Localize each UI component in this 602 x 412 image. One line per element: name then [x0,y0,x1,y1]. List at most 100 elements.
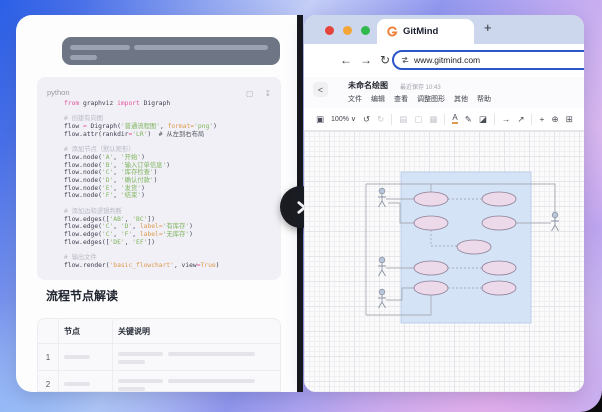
arrow-icon[interactable]: → [501,114,511,124]
connector-line[interactable] [366,183,556,215]
add-member-icon[interactable]: ⊕ [551,113,559,124]
actor-head[interactable] [378,288,386,296]
connector-icon[interactable]: ↗ [517,113,525,124]
redo-icon[interactable]: ↻ [377,113,385,124]
code-line [64,200,275,208]
actor-figure[interactable] [378,263,386,277]
menu-item[interactable]: 帮助 [477,96,491,103]
paste-icon[interactable]: ▤ [399,113,408,124]
menu-item[interactable]: 其他 [454,96,468,103]
pen-icon[interactable]: ✎ [464,113,472,124]
use-case-ellipse[interactable] [481,215,517,231]
actor-head[interactable] [378,256,386,264]
code-line: flow.render('basic_flowchart', view=True… [64,261,220,269]
shape-style-icon[interactable]: ◪ [478,113,487,124]
back-button[interactable]: ← [340,53,352,67]
ai-chat-panel: python ▢ ↧ from graphviz import Digraph … [16,15,299,392]
browser-tab[interactable]: GitMind [377,19,474,44]
menu-item[interactable]: 文件 [348,96,362,103]
toolbar-divider [493,113,495,125]
code-line: flow.node('F', '结束') [64,192,145,200]
code-line: flow.node('A', '开始') [64,153,145,161]
actor-figure[interactable] [378,194,386,208]
menu-item[interactable]: 编辑 [371,96,385,103]
connector-line[interactable] [388,202,414,224]
use-case-ellipse[interactable] [413,191,449,207]
table-header-node: 节点 [59,319,113,343]
close-window-button[interactable] [325,26,334,35]
gitmind-logo-icon [387,26,398,36]
maximize-window-button[interactable] [361,26,370,35]
doc-title[interactable]: 未命名绘图 [348,81,388,90]
section-title: 流程节点解读 [46,289,119,303]
use-case-ellipse[interactable] [456,239,492,255]
actor-head[interactable] [378,187,386,195]
table-body: 1 2 [38,344,280,391]
node-table: 节点 关键说明 1 2 [37,318,281,392]
editor-toolbar: ▣ 100% ∨ ↺ ↻ ▤ ▢ ▦ A ✎ ◪ → ↗ + ⊕ ⊞ [304,108,584,131]
table-header-index [38,319,59,343]
doc-back-button[interactable]: < [313,82,328,97]
connector-line[interactable] [366,295,432,316]
code-block-header: python ▢ ↧ [37,77,281,103]
code-line: from graphviz import Digraph [64,100,171,107]
code-block: python ▢ ↧ from graphviz import Digraph … [37,77,281,280]
diagram-canvas[interactable] [304,131,584,392]
use-case-ellipse[interactable] [413,260,449,276]
download-code-icon[interactable]: ↧ [264,89,271,98]
skeleton-pill [70,45,130,50]
document-header: < 未命名绘图 最近保存 10:43 文件 编辑 查看 调整图形 其他 帮助 [304,77,584,108]
code-line: flow.node('C', '库存检查') [64,169,158,177]
tab-title: GitMind [403,26,439,37]
actor-figure[interactable] [551,218,559,232]
forward-button[interactable]: → [360,53,372,67]
insert-plus-icon[interactable]: + [539,114,545,124]
table-header-desc: 关键说明 [118,326,150,336]
minimize-window-button[interactable] [343,26,352,35]
use-case-ellipse[interactable] [481,191,517,207]
browser-tabbar: GitMind + [304,15,584,44]
browser-window: GitMind + ← → ↻ www.gitmind.com < 未命名绘图 … [304,15,584,392]
skeleton-pill [134,45,268,50]
browser-navbar: ← → ↻ www.gitmind.com [304,44,584,77]
code-line: flow.edges(['DE', 'EF']) [64,238,156,246]
copy-icon[interactable]: ▢ [414,113,423,124]
new-tab-button[interactable]: + [484,20,492,35]
panel-toggle-icon[interactable]: ▣ [316,113,325,124]
reload-button[interactable]: ↻ [380,53,391,67]
actor-head[interactable] [551,211,559,219]
undo-icon[interactable]: ↺ [363,113,371,124]
fill-color-icon[interactable]: A [452,113,458,124]
code-line: flow.node('D', '确认付款') [64,177,158,185]
code-line: # 创建有向图 [64,115,104,123]
url-bar[interactable]: www.gitmind.com [392,50,584,70]
zoom-select[interactable]: 100% ∨ [331,116,357,123]
menu-item[interactable]: 查看 [394,96,408,103]
duplicate-icon[interactable]: ▦ [429,113,438,124]
code-line: flow.edge('C', 'F', label='无库存') [64,230,193,238]
menu-item[interactable]: 调整图形 [417,96,445,103]
code-line: flow.attr(rankdir='LR') # 从左到右布局 [64,130,205,138]
connector-line[interactable] [386,287,414,301]
use-case-ellipse[interactable] [413,280,449,296]
url-swap-icon [401,56,409,64]
toolbar-divider [391,113,393,125]
use-case-ellipse[interactable] [481,260,517,276]
code-line [64,246,275,254]
actor-figure[interactable] [378,295,386,309]
code-line: flow.edge('C', 'D', label='有库存') [64,223,193,231]
table-icon[interactable]: ⊞ [565,113,573,124]
use-case-ellipse[interactable] [481,280,517,296]
code-line: # 添加边和逻辑判断 [64,207,122,215]
copy-code-icon[interactable]: ▢ [246,89,254,98]
use-case-diagram [365,171,559,324]
code-line: flow.node('E', '发货') [64,184,145,192]
code-line: # 输出文件 [64,254,97,262]
use-case-ellipse[interactable] [413,215,449,231]
table-row: 2 [38,371,280,391]
doc-saved-status: 最近保存 10:43 [400,84,441,91]
code-line: flow.edges(['AB', 'BC']) [64,215,156,223]
dashed-relation-line[interactable] [430,230,457,247]
url-text: www.gitmind.com [414,55,481,65]
